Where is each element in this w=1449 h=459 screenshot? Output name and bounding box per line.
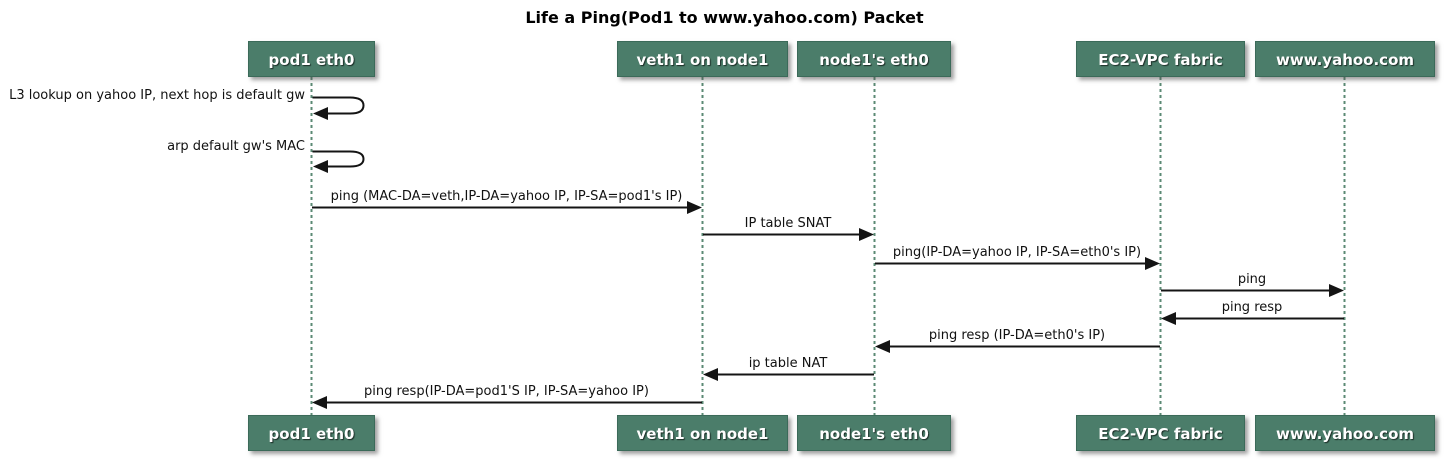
- message-label-ping-resp-ip-da: ping resp (IP-DA=eth0's IP): [928, 328, 1106, 343]
- participant-top-node1s-eth0: node1's eth0: [797, 41, 951, 77]
- arrowhead-left-icon: [1161, 312, 1176, 325]
- participant-bottom-veth1-on-node1: veth1 on node1: [617, 415, 788, 451]
- message-label-ping-ip-da: ping(IP-DA=yahoo IP, IP-SA=eth0's IP): [892, 245, 1142, 260]
- arrowhead-right-icon: [1145, 257, 1160, 270]
- arrowhead-left-icon: [703, 368, 718, 381]
- message-label-ping-resp-pod1: ping resp(IP-DA=pod1'S IP, IP-SA=yahoo I…: [364, 384, 649, 399]
- participant-top-ec2-vpc-fabric: EC2-VPC fabric: [1076, 41, 1245, 77]
- self-message-arrow-l3-lookup: [312, 96, 365, 120]
- arrowhead-right-icon: [859, 228, 874, 241]
- message-label-ip-table-snat: IP table SNAT: [744, 216, 832, 231]
- self-loop-path: [312, 96, 365, 115]
- participant-top-veth1-on-node1: veth1 on node1: [617, 41, 788, 77]
- message-label-ping-mac-da: ping (MAC-DA=veth,IP-DA=yahoo IP, IP-SA=…: [330, 189, 683, 204]
- message-arrow-ping-resp: [1161, 312, 1344, 325]
- participant-top-www-yahoo-com: www.yahoo.com: [1255, 41, 1435, 77]
- message-arrow-ping: [1161, 284, 1344, 297]
- arrowhead-right-icon: [687, 201, 702, 214]
- message-arrow-ping-resp-ip-da: [875, 340, 1160, 353]
- diagram-title: Life a Ping(Pod1 to www.yahoo.com) Packe…: [525, 8, 924, 27]
- arrowhead-left-icon: [312, 396, 327, 409]
- participant-bottom-node1s-eth0: node1's eth0: [797, 415, 951, 451]
- self-message-arrow-arp: [312, 150, 365, 173]
- participant-bottom-ec2-vpc-fabric: EC2-VPC fabric: [1076, 415, 1245, 451]
- message-label-ping: ping: [1237, 272, 1267, 287]
- message-arrow-ip-table-nat: [703, 368, 874, 381]
- arrowhead-left-icon: [313, 160, 328, 173]
- participant-top-pod1-eth0: pod1 eth0: [248, 41, 375, 77]
- message-label-ip-table-nat: ip table NAT: [748, 356, 828, 371]
- arrowhead-left-icon: [875, 340, 890, 353]
- participant-bottom-pod1-eth0: pod1 eth0: [248, 415, 375, 451]
- message-label-l3-lookup: L3 lookup on yahoo IP, next hop is defau…: [9, 88, 305, 103]
- message-arrow-ping-ip-da: [875, 257, 1160, 270]
- arrowhead-left-icon: [313, 107, 328, 120]
- message-label-ping-resp: ping resp: [1221, 300, 1283, 315]
- participant-bottom-www-yahoo-com: www.yahoo.com: [1255, 415, 1435, 451]
- message-arrow-ping-resp-pod1: [312, 396, 702, 409]
- message-arrow-ip-table-snat: [703, 228, 874, 241]
- self-loop-path: [312, 150, 365, 168]
- arrowhead-right-icon: [1329, 284, 1344, 297]
- message-arrow-ping-mac-da: [312, 201, 702, 214]
- message-label-arp: arp default gw's MAC: [167, 139, 305, 154]
